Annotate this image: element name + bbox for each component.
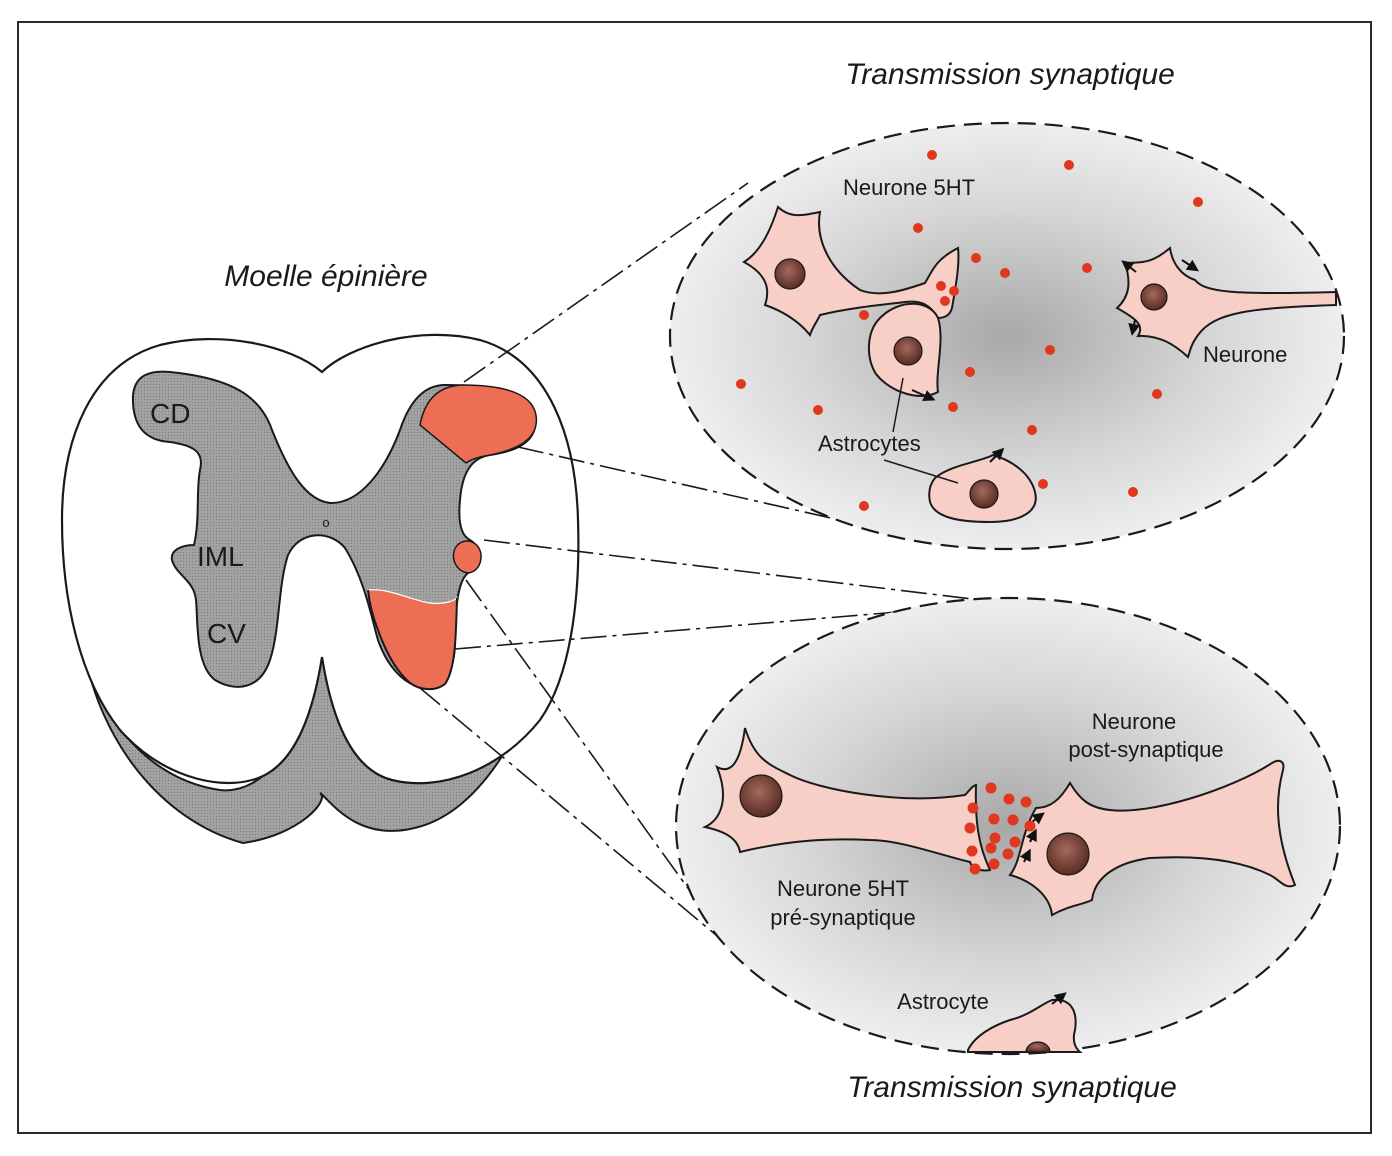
target-neuron-top — [1115, 246, 1337, 359]
serotonin-dot — [1002, 848, 1014, 860]
synapse-arrow-1 — [1031, 812, 1045, 825]
label-cv: CV — [207, 618, 246, 649]
serotonin-dot — [1193, 197, 1203, 207]
figure-frame — [17, 21, 1372, 1134]
bottom-inset-outline — [674, 596, 1342, 1056]
astrocyte-nucleus-1 — [893, 336, 923, 366]
central-canal: o — [322, 515, 329, 530]
label-cd: CD — [150, 398, 190, 429]
serotonin-dot — [966, 845, 978, 857]
serotonin-dot — [989, 832, 1001, 844]
bottom-inset-title: Transmission synaptique — [847, 1071, 1177, 1104]
serotonin-dots-synapse — [964, 782, 1036, 875]
label-post-synaptic-1: Neurone — [1092, 709, 1176, 734]
serotonin-dot — [969, 863, 981, 875]
serotonin-dot — [965, 367, 975, 377]
serotonin-dot — [1024, 820, 1036, 832]
astrocyte-bottom — [967, 998, 1083, 1053]
label-astrocyte: Astrocyte — [897, 989, 989, 1014]
serotonin-dot — [927, 150, 937, 160]
label-pre-synaptic-2: pré-synaptique — [770, 905, 916, 930]
serotonin-dots-top — [736, 150, 1203, 511]
label-post-synaptic-2: post-synaptique — [1068, 737, 1223, 762]
proj-line-bot-4 — [419, 687, 723, 941]
serotonin-dot — [1003, 793, 1015, 805]
serotonin-dot — [1007, 814, 1019, 826]
receptor-arrow-3 — [1128, 319, 1141, 336]
bottom-inset: Neurone post-synaptique Neurone 5HT pré-… — [674, 596, 1342, 1056]
astrocyte-bottom-nucleus — [1025, 1041, 1051, 1053]
serotonin-dot — [736, 379, 746, 389]
serotonin-dot — [859, 501, 869, 511]
receptor-arrow-1 — [1121, 260, 1137, 273]
astro-arrow-2 — [989, 447, 1005, 463]
post-synaptic-nucleus — [1046, 832, 1090, 876]
serotonin-dot — [1128, 487, 1138, 497]
serotonin-dot — [1152, 389, 1162, 399]
synapse-arrow-3 — [1019, 848, 1031, 863]
serotonin-dot — [1027, 425, 1037, 435]
label-astrocytes: Astrocytes — [818, 431, 921, 456]
serotonin-dot — [985, 842, 997, 854]
proj-line-top-2 — [517, 446, 867, 527]
top-inset-title: Transmission synaptique — [845, 58, 1175, 91]
pre-synaptic-nucleus — [739, 774, 783, 818]
serotonin-dot — [1064, 160, 1074, 170]
serotonin-dot — [985, 782, 997, 794]
label-pre-synaptic-1: Neurone 5HT — [777, 876, 909, 901]
serotonin-dot — [964, 822, 976, 834]
serotonin-dot — [813, 405, 823, 415]
proj-line-top-1 — [463, 182, 749, 383]
serotonin-dot — [988, 858, 1000, 870]
pre-synaptic-neuron — [701, 727, 992, 872]
proj-line-bot-1 — [483, 539, 1006, 604]
serotonin-dot — [988, 813, 1000, 825]
post-synaptic-neuron — [1008, 759, 1297, 917]
receptor-arrow-2 — [1181, 259, 1199, 272]
label-5ht-neuron: Neurone 5HT — [843, 175, 975, 200]
serotonin-dot — [936, 281, 946, 291]
proj-line-bot-2 — [454, 602, 1006, 650]
serotonin-dot — [940, 296, 950, 306]
serotonin-dot — [1038, 479, 1048, 489]
serotonin-dot — [971, 253, 981, 263]
serotonin-dot — [1000, 268, 1010, 278]
proj-line-bot-3 — [465, 579, 701, 906]
serotonin-dot — [913, 223, 923, 233]
label-neuron: Neurone — [1203, 342, 1287, 367]
serotonin-dot — [1082, 263, 1092, 273]
astrocytes-pointer-2 — [883, 459, 959, 484]
5ht-neuron-nucleus — [774, 258, 806, 290]
serotonin-dot — [967, 802, 979, 814]
spinal-cord-title: Moelle épinière — [224, 260, 427, 293]
iml-highlight — [452, 540, 482, 574]
serotonin-dot — [1020, 796, 1032, 808]
projection-lines — [419, 182, 1006, 941]
astrocyte-nucleus-2 — [969, 479, 999, 509]
serotonin-dot — [1045, 345, 1055, 355]
astrocyte-arrow — [1051, 992, 1067, 1005]
target-neuron-nucleus — [1140, 283, 1168, 311]
serotonin-dot — [1009, 836, 1021, 848]
dorsal-horn-highlight — [419, 384, 538, 464]
top-inset-outline — [668, 121, 1346, 551]
astro-arrow-1 — [911, 389, 936, 402]
synapse-arrow-2 — [1025, 828, 1037, 843]
label-iml: IML — [197, 541, 244, 572]
spinal-cord: CD IML CV o — [60, 333, 580, 845]
serotonin-dot — [949, 286, 959, 296]
astrocytes-pointer-1 — [892, 377, 904, 433]
serotonin-dot — [948, 402, 958, 412]
serotonin-dot — [859, 310, 869, 320]
top-inset: Neurone 5HT Neurone Astrocytes — [668, 121, 1346, 551]
